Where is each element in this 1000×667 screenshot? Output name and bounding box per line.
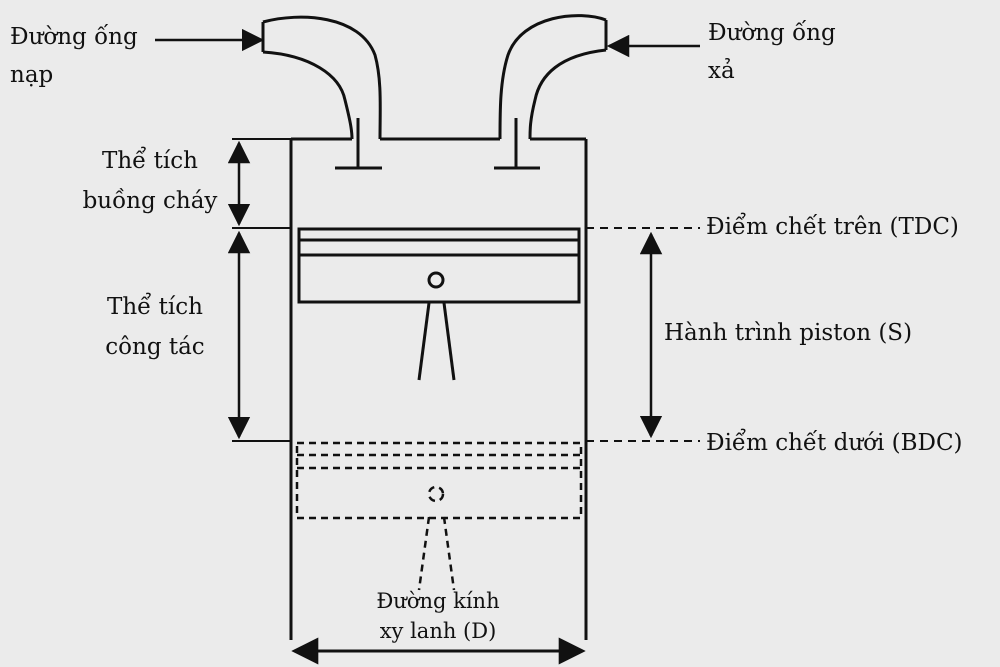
combustion-volume-label-line2: buồng cháy	[82, 188, 218, 214]
working-volume-label-line2: công tác	[105, 334, 205, 360]
intake-label-line2: nạp	[10, 62, 54, 88]
intake-port	[261, 15, 382, 140]
combustion-volume-label-line1: Thể tích	[102, 148, 198, 174]
exhaust-label-line2: xả	[708, 58, 735, 84]
tdc-label: Điểm chết trên (TDC)	[706, 214, 959, 240]
bore-label-line1: Đường kính	[376, 589, 500, 613]
exhaust-valve	[494, 118, 540, 170]
cylinder-walls	[289, 137, 588, 640]
exhaust-port	[498, 14, 608, 140]
piston-tdc	[297, 227, 581, 381]
working-volume-label-line1: Thể tích	[107, 294, 203, 320]
intake-label-line1: Đường ống	[10, 24, 138, 50]
intake-valve	[335, 118, 382, 170]
exhaust-label-line1: Đường ống	[708, 20, 836, 46]
reference-lines	[232, 138, 291, 442]
bore-label-line2: xy lanh (D)	[379, 619, 497, 643]
bdc-label: Điểm chết dưới (BDC)	[706, 430, 963, 456]
stroke-label: Hành trình piston (S)	[664, 320, 913, 346]
piston-bdc	[295, 441, 583, 591]
